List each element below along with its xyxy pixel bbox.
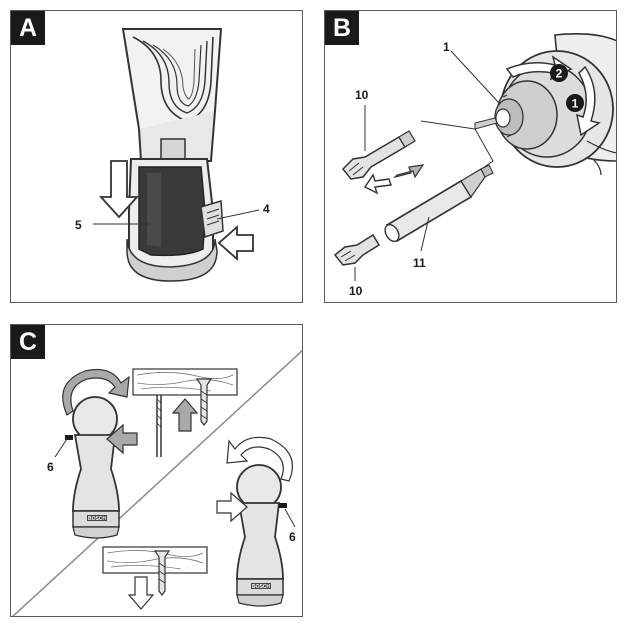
screwdriver-reverse: BOSCH <box>233 464 287 607</box>
insert-arrow <box>393 164 425 179</box>
release-push-arrow <box>217 224 254 262</box>
switch-right-knob <box>279 503 287 508</box>
step-1-label: 1 <box>572 97 579 111</box>
push-arrow-right-switch <box>216 491 248 523</box>
remove-arrow <box>363 173 392 195</box>
panel-b-label: B <box>325 11 359 45</box>
callout-10-bottom: 10 <box>349 284 363 298</box>
callout-10-top: 10 <box>355 88 369 102</box>
callout-6-left: 6 <box>47 460 54 474</box>
brand-forward: BOSCH <box>88 516 106 522</box>
diagonal-divider <box>12 349 302 616</box>
rotation-arrow-reverse <box>226 436 293 482</box>
drill-chuck <box>474 33 616 176</box>
panel-c: C BOSCH <box>10 324 303 617</box>
callout-11: 11 <box>413 256 426 270</box>
screwdriver-bit-top <box>341 130 416 180</box>
panel-c-label: C <box>11 325 45 359</box>
panel-a-label: A <box>11 11 45 45</box>
wood-screw-out <box>102 546 208 610</box>
bit-change-illustration: 2 1 1 10 10 11 <box>333 33 616 298</box>
brand-reverse: BOSCH <box>252 584 270 590</box>
panel-a: A 5 4 <box>10 10 303 303</box>
push-arrow-left-switch <box>106 423 138 455</box>
callout-line-1 <box>450 50 500 104</box>
step-badge-2 <box>550 64 568 82</box>
callout-line-4 <box>216 209 260 220</box>
direction-switch-illustration: BOSCH BOSCH <box>12 349 302 616</box>
callout-5: 5 <box>75 218 82 232</box>
callout-line-6-right <box>284 508 296 528</box>
tool-handle <box>121 28 223 162</box>
screw-out-arrow <box>127 576 155 610</box>
step-badge-1 <box>566 94 584 112</box>
panel-b: B 2 1 <box>324 10 617 303</box>
battery-pack <box>126 158 224 282</box>
insert-down-arrow <box>98 160 140 219</box>
rotation-arrow-forward <box>62 368 130 416</box>
screw-in-arrow <box>171 398 199 432</box>
screwdriver-bit-bottom <box>333 233 381 266</box>
screwdriver-forward: BOSCH <box>65 396 121 539</box>
callout-1: 1 <box>443 40 450 54</box>
callout-line-11 <box>420 216 430 252</box>
callout-line-6-left <box>54 438 68 458</box>
battery-insert-illustration: 5 4 <box>75 28 270 282</box>
rotation-arrow-1 <box>576 65 601 137</box>
callout-6-right: 6 <box>289 530 296 544</box>
callout-4: 4 <box>263 202 270 216</box>
wood-screw-in <box>132 368 238 457</box>
switch-left-knob <box>65 435 73 440</box>
universal-bit-holder <box>384 164 494 243</box>
step-2-label: 2 <box>556 67 563 81</box>
